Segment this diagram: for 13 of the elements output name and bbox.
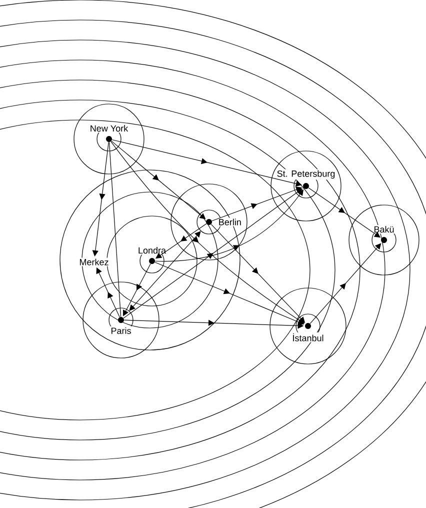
arrow bbox=[112, 139, 302, 187]
node-label: Londra bbox=[138, 246, 166, 254]
arrow bbox=[110, 141, 304, 324]
arrow bbox=[129, 231, 201, 311]
node-label: New York bbox=[90, 124, 128, 132]
arrow bbox=[310, 243, 382, 324]
node-label: Bakü bbox=[374, 226, 394, 233]
node-label: Berlin bbox=[219, 218, 241, 226]
node-label: St. Petersburg bbox=[277, 170, 335, 179]
node-label: Paris bbox=[111, 327, 131, 334]
arrow bbox=[111, 140, 206, 220]
city-label: Merkez bbox=[78, 258, 110, 266]
node-label: İstanbul bbox=[293, 333, 324, 342]
